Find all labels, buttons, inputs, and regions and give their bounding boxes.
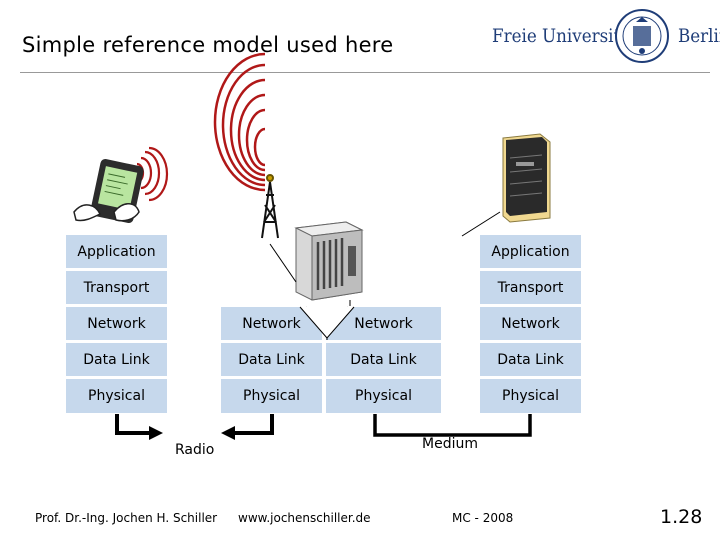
pda-device-icon	[73, 158, 144, 224]
server-tower-icon	[502, 133, 551, 223]
right-layer-data-link: Data Link	[480, 343, 581, 376]
radio-arrow-right-icon	[149, 426, 163, 440]
radio-label: Radio	[175, 442, 215, 458]
radio-bracket-icon	[115, 414, 274, 435]
university-seal-icon	[615, 9, 669, 63]
slide-title: Simple reference model used here	[22, 33, 394, 57]
logo-text-right: Berlin	[678, 25, 720, 47]
university-logo: Freie Universität Berlin	[490, 8, 720, 64]
title-divider	[20, 72, 710, 73]
page-number: 1.28	[660, 506, 703, 528]
left-layer-physical: Physical	[66, 379, 167, 413]
radio-waves-icon	[213, 52, 266, 192]
right-layer-physical: Physical	[480, 379, 581, 413]
medium-bracket-icon	[373, 414, 532, 437]
left-layer-network: Network	[66, 307, 167, 340]
footer-course: MC - 2008	[452, 511, 514, 525]
router-rack-icon	[294, 221, 364, 301]
logo-text-left: Freie Universität	[492, 25, 637, 47]
relay-right-data-link: Data Link	[326, 343, 441, 376]
right-layer-network: Network	[480, 307, 581, 340]
relay-left-physical: Physical	[221, 379, 322, 413]
server-link-line	[461, 211, 501, 237]
right-layer-transport: Transport	[480, 271, 581, 304]
relay-left-data-link: Data Link	[221, 343, 322, 376]
antenna-link-line	[269, 243, 297, 283]
right-layer-application: Application	[480, 235, 581, 268]
radio-arrow-left-icon	[221, 426, 235, 440]
left-layer-application: Application	[66, 235, 167, 268]
medium-label: Medium	[422, 436, 478, 452]
left-layer-data-link: Data Link	[66, 343, 167, 376]
left-layer-transport: Transport	[66, 271, 167, 304]
footer-author: Prof. Dr.-Ing. Jochen H. Schiller	[35, 511, 218, 525]
antenna-tower-icon	[261, 174, 279, 239]
footer-url: www.jochenschiller.de	[238, 511, 371, 525]
relay-right-physical: Physical	[326, 379, 441, 413]
